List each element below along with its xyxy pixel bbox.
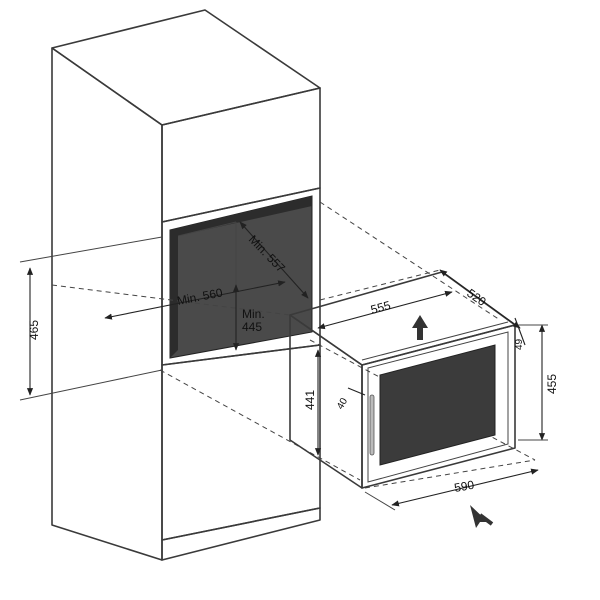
label-appliance-depth: 520 <box>464 286 489 309</box>
appliance-glass <box>379 344 496 466</box>
appliance-side <box>289 314 363 489</box>
appliance-door-frame <box>367 331 509 483</box>
cabinet-plinth <box>161 507 321 561</box>
label-body-height: 441 <box>303 390 317 410</box>
label-appliance-width: 555 <box>369 298 392 317</box>
cabinet-top <box>51 9 321 126</box>
cabinet-side-panel <box>51 47 163 561</box>
label-niche-height-min: Min. <box>242 307 265 321</box>
arrow-diagonal-icon <box>470 505 494 528</box>
label-door-offset: 40 <box>335 396 350 412</box>
label-front-width: 590 <box>453 478 475 495</box>
tall-cabinet <box>51 9 321 561</box>
door-handle <box>369 394 375 456</box>
appliance <box>289 271 516 489</box>
cabinet-lower-front <box>161 344 321 541</box>
label-niche-height-val: 445 <box>242 320 262 334</box>
arrow-up-icon <box>412 315 428 340</box>
appliance-front <box>361 324 516 489</box>
label-appliance-height: 455 <box>545 374 559 394</box>
label-panel-offset: 49 <box>514 338 525 350</box>
dimension-lines <box>26 221 548 511</box>
label-installation-height: 465 <box>27 320 41 340</box>
